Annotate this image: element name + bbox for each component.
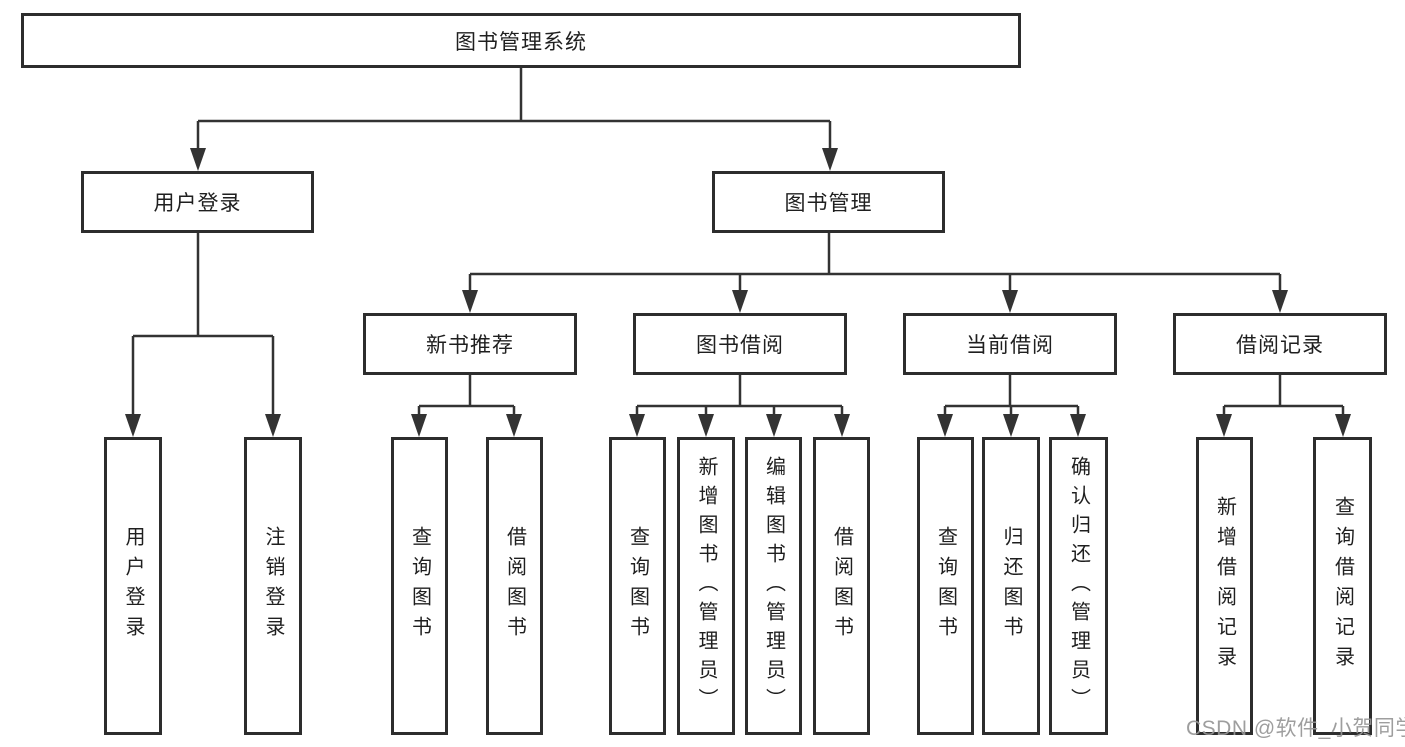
leaf-query-books-3: 查询图书 [917, 437, 974, 735]
leaf-query-books-1: 查询图书 [391, 437, 448, 735]
leaf-user-login: 用户登录 [104, 437, 162, 735]
leaf-borrow-books-2: 借阅图书 [813, 437, 870, 735]
node-borrowing-records: 借阅记录 [1173, 313, 1387, 375]
leaf-query-books-3-label: 查询图书 [934, 526, 957, 646]
leaf-borrow-books-2-label: 借阅图书 [830, 526, 853, 646]
leaf-return-books-label: 归还图书 [1000, 526, 1022, 646]
node-book-borrowing: 图书借阅 [633, 313, 847, 375]
csdn-watermark: CSDN @软件_小贺同学 [1186, 717, 1405, 740]
node-book-management: 图书管理 [712, 171, 945, 233]
node-current-borrowing: 当前借阅 [903, 313, 1117, 375]
leaf-query-books-1-label: 查询图书 [408, 526, 431, 646]
leaf-borrow-books-1-label: 借阅图书 [503, 526, 526, 646]
leaf-edit-book-admin: 编辑图书（管理员） [745, 437, 802, 735]
leaf-query-borrow-record: 查询借阅记录 [1313, 437, 1372, 735]
leaf-query-books-2: 查询图书 [609, 437, 666, 735]
leaf-confirm-return-admin-label: 确认归还（管理员） [1067, 455, 1090, 717]
node-user-login: 用户登录 [81, 171, 314, 233]
node-library-management-system: 图书管理系统 [21, 13, 1021, 68]
leaf-logout: 注销登录 [244, 437, 302, 735]
leaf-add-book-admin: 新增图书（管理员） [677, 437, 735, 735]
leaf-edit-book-admin-label: 编辑图书（管理员） [762, 455, 785, 717]
leaf-user-login-label: 用户登录 [122, 526, 144, 646]
leaf-borrow-books-1: 借阅图书 [486, 437, 543, 735]
leaf-query-borrow-record-label: 查询借阅记录 [1331, 496, 1354, 676]
leaf-return-books: 归还图书 [982, 437, 1040, 735]
leaf-add-book-admin-label: 新增图书（管理员） [695, 455, 717, 717]
leaf-logout-label: 注销登录 [262, 526, 284, 646]
node-new-book-recommendation: 新书推荐 [363, 313, 577, 375]
leaf-confirm-return-admin: 确认归还（管理员） [1049, 437, 1108, 735]
leaf-add-borrow-record-label: 新增借阅记录 [1213, 496, 1236, 676]
leaf-query-books-2-label: 查询图书 [626, 526, 649, 646]
leaf-add-borrow-record: 新增借阅记录 [1196, 437, 1253, 735]
